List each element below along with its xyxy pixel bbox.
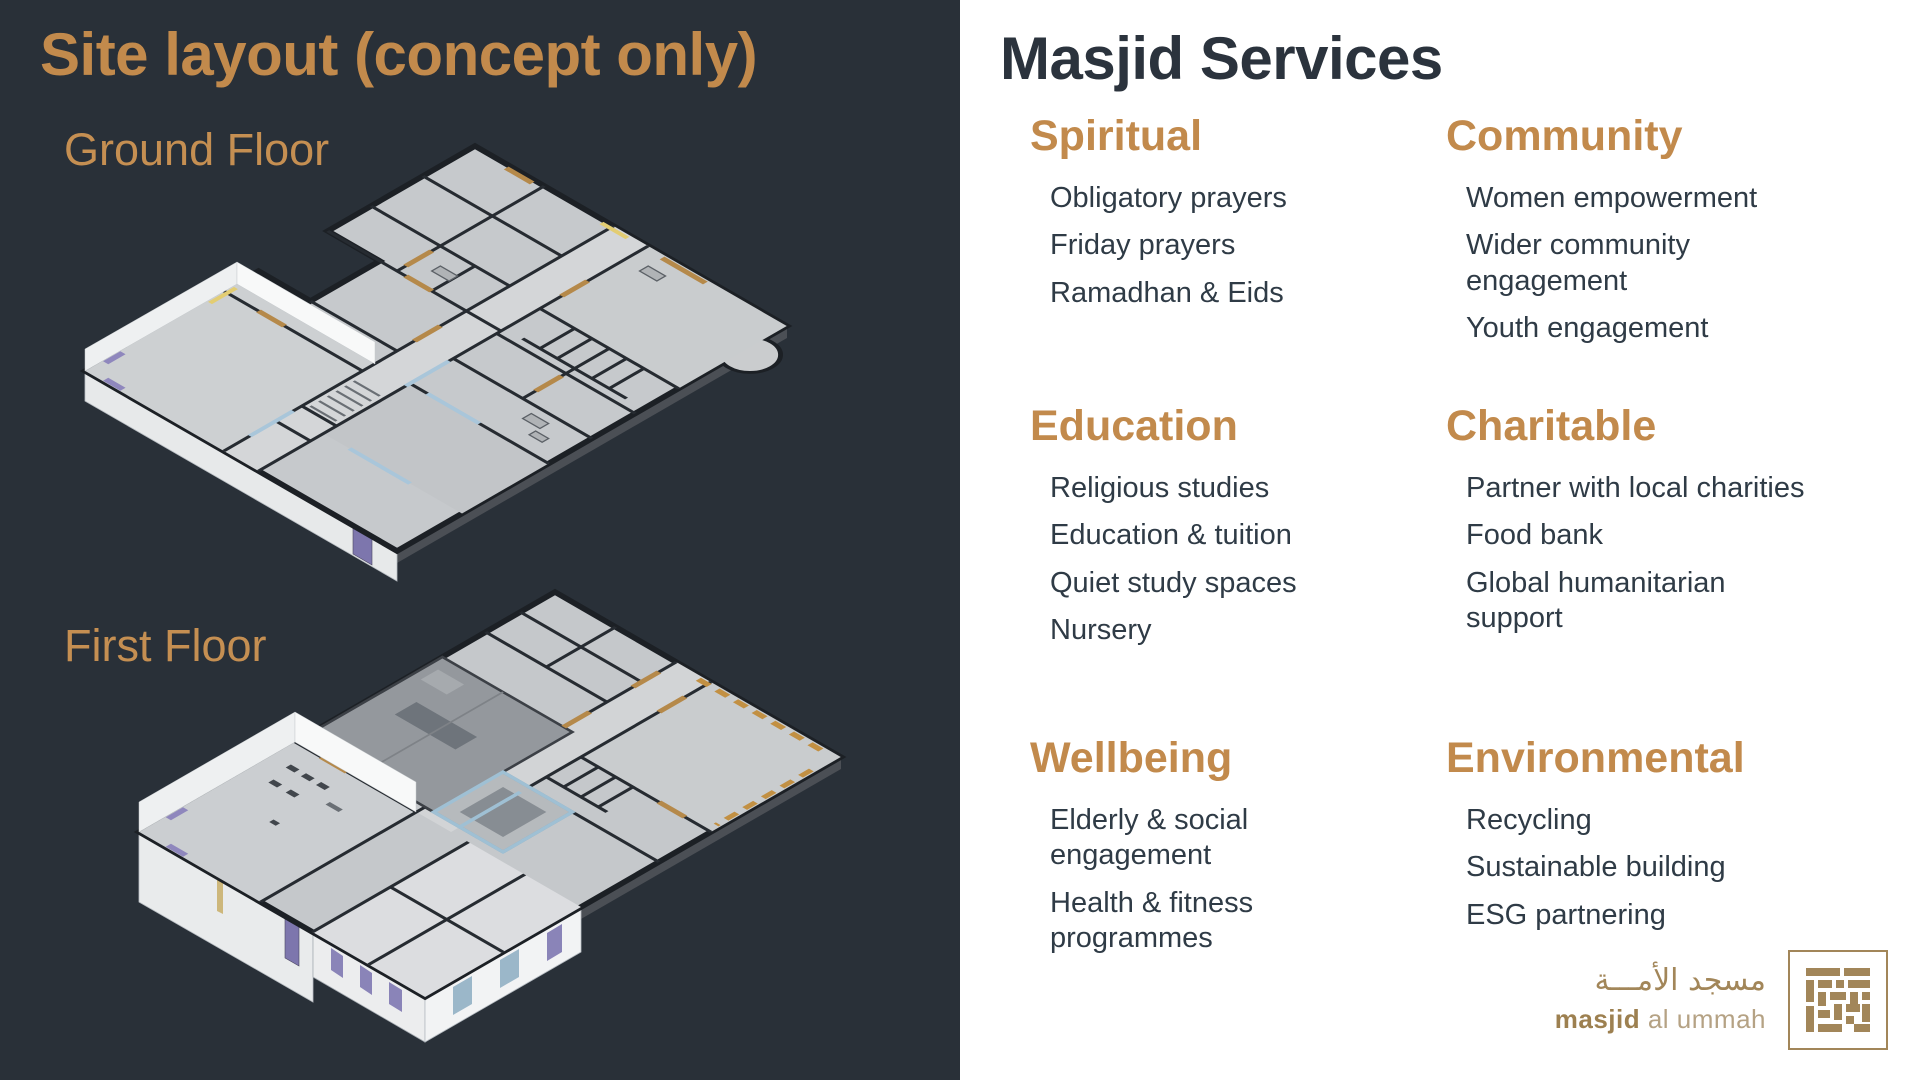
category-heading: Education [1030,402,1238,450]
service-item: Friday prayers [1050,229,1236,262]
category-heading: Charitable [1446,402,1657,450]
service-item: Obligatory prayers [1050,182,1287,214]
ground-floor-plan-image [79,142,793,582]
service-item: Recycling [1466,804,1592,836]
service-item: Health & fitness programmes [1050,886,1254,955]
logo-text: مسجد الأمـــة masjid al ummah [1555,965,1766,1035]
ground-floor-plate [79,142,793,555]
logo-wordmark-bold: masjid [1554,1003,1641,1034]
category-heading: Environmental [1446,734,1745,782]
service-item: Nursery [1050,614,1152,647]
service-item: Global humanitarian support [1466,566,1726,635]
service-item: Food bank [1466,519,1604,552]
first-floor-raised-walls [138,711,417,833]
logo-wordmark-light: al ummah [1647,1003,1766,1034]
logo-wordmark: masjid al ummah [1555,1004,1766,1035]
masjid-al-ummah-logo: مسجد الأمـــة masjid al ummah [1555,948,1890,1052]
services-title: Masjid Services [1000,25,1443,92]
category-heading: Community [1446,112,1683,160]
category-heading: Spiritual [1030,112,1203,160]
service-item: Partner with local charities [1466,472,1805,504]
ground-floor-label: Ground Floor [64,124,330,175]
site-layout-panel: Site layout (concept only) Ground Floor … [0,0,960,1080]
service-item: Quiet study spaces [1050,566,1297,599]
service-item: Ramadhan & Eids [1050,276,1284,309]
service-item: Religious studies [1050,472,1270,504]
service-item: Youth engagement [1466,312,1709,345]
category-heading: Wellbeing [1030,734,1233,782]
logo-arabic-text: مسجد الأمـــة [1594,963,1766,999]
service-item: Elderly & social engagement [1050,804,1249,872]
ground-floor-raised-walls [84,261,376,372]
slide-title: Site layout (concept only) [40,21,758,88]
service-item: Women empowerment [1466,182,1758,214]
service-item: Sustainable building [1466,851,1726,884]
masjid-logo-mark [1787,949,1889,1051]
service-item: Education & tuition [1050,519,1292,552]
service-item: ESG partnering [1466,898,1666,931]
first-floor-plan-image [133,588,847,1043]
masjid-services-panel: Masjid Services Spiritual Obligatory pra… [960,0,1920,1080]
service-item: Wider community engagement [1466,229,1690,297]
first-floor-label: First Floor [64,620,267,671]
